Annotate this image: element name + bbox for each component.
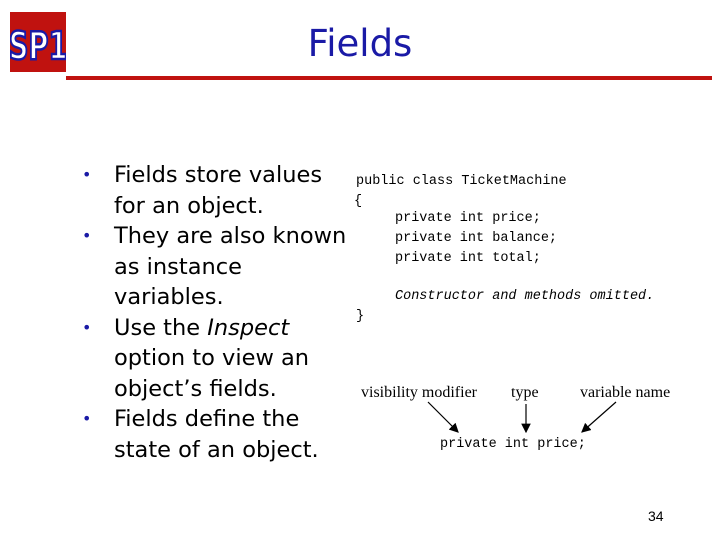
- sp1-logo: SP1: [10, 12, 66, 72]
- bullet-text: Fields define the state of an object.: [114, 406, 319, 463]
- logo-text: SP1: [10, 23, 66, 68]
- code-field-line: private int price;: [395, 211, 541, 226]
- arrow-to-price: [581, 401, 617, 433]
- code-field-line: private int total;: [395, 251, 541, 266]
- code-field-line: private int balance;: [395, 231, 558, 246]
- label-variable-name: variable name: [580, 384, 671, 401]
- code-class-declaration: public class TicketMachine: [356, 174, 567, 189]
- label-visibility-modifier: visibility modifier: [361, 384, 477, 401]
- label-type: type: [511, 384, 539, 401]
- arrow-to-private: [427, 401, 459, 433]
- bullet-item: • Fields store values for an object.: [82, 160, 352, 221]
- code-example-declaration: private int price;: [440, 437, 586, 452]
- bullet-item: • Fields define the state of an object.: [82, 404, 352, 465]
- bullet-marker-icon: •: [82, 409, 92, 428]
- bullet-text: They are also known as instance variable…: [114, 223, 347, 310]
- code-open-brace: {: [354, 194, 363, 209]
- code-comment: Constructor and methods omitted.: [395, 289, 655, 304]
- bullet-marker-icon: •: [82, 165, 92, 184]
- bullet-text: Use the: [114, 314, 208, 341]
- bullet-marker-icon: •: [82, 317, 92, 337]
- bullet-list: • Fields store values for an object. • They…: [82, 160, 352, 465]
- code-close-brace: }: [356, 309, 365, 324]
- bullet-text-italic: Inspect: [207, 314, 290, 341]
- bullet-item: • Use the Inspect option to view an objec…: [82, 313, 352, 405]
- page-title: Fields: [307, 22, 413, 65]
- bullet-text: Fields store values for an object.: [114, 162, 323, 219]
- bullet-item: • They are also known as instance variabl…: [82, 221, 352, 313]
- bullet-text: option to view an object’s fields.: [114, 345, 310, 402]
- bullet-marker-icon: •: [82, 226, 92, 245]
- logo-background: [10, 12, 66, 72]
- page-number: 34: [648, 508, 664, 524]
- title-underline: [66, 76, 712, 80]
